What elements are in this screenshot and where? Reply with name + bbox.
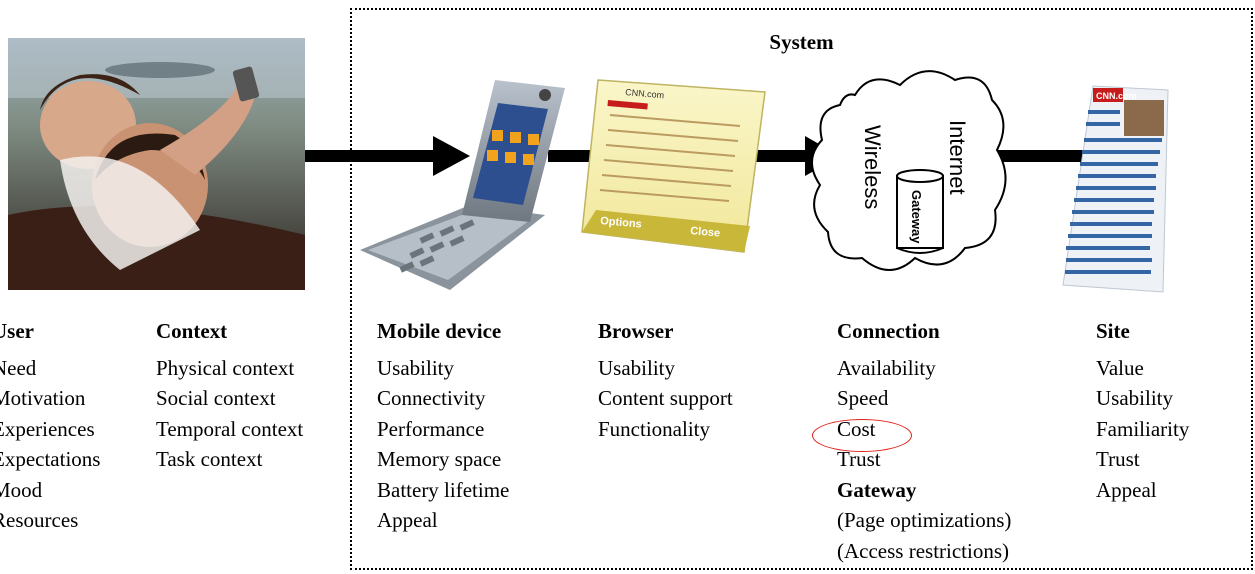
site-item: Usability [1096, 386, 1173, 410]
svg-text:Close: Close [690, 225, 721, 240]
wireless-label: Wireless [860, 125, 885, 209]
mobile-device-item: Performance [377, 416, 485, 441]
user-photo [8, 38, 305, 290]
flow-arrow-1 [305, 136, 470, 176]
mobile-device-item: Memory space [377, 447, 502, 471]
system-title: System [769, 30, 834, 54]
site-item: Appeal [1096, 477, 1157, 502]
internet-label: Internet [945, 120, 970, 195]
mobile-phone-image [360, 80, 565, 290]
pipeline-illustration: Options Close CNN.com Wireless Internet … [8, 38, 1169, 293]
user-column: User Need Motivation Experiences Expecta… [0, 316, 100, 536]
user-item: Experiences [0, 416, 95, 441]
user-item: Resources [0, 508, 79, 532]
svg-text:Options: Options [600, 215, 642, 231]
mobile-device-item: Usability [377, 355, 454, 380]
user-item: Need [0, 355, 37, 380]
connection-item: Availability [837, 355, 936, 380]
svg-text:CNN.com: CNN.com [1096, 91, 1137, 101]
mobile-device-item: Battery lifetime [377, 477, 510, 502]
user-item: Mood [0, 477, 43, 502]
mobile-device-heading: Mobile device [377, 319, 502, 343]
browser-item: Usability [598, 355, 675, 380]
user-item: Motivation [0, 386, 86, 410]
gateway-cylinder: Gateway [896, 169, 944, 254]
site-item: Familiarity [1096, 416, 1190, 441]
site-thumbnail-image: CNN.com [1062, 85, 1169, 293]
context-heading: Context [156, 319, 228, 343]
site-item: Trust [1096, 447, 1140, 471]
mobile-device-column: Mobile device Usability Connectivity Per… [377, 316, 509, 536]
system-boundary [350, 8, 1253, 570]
connection-cloud: Wireless Internet Gateway [811, 70, 1007, 271]
browser-column: Browser Usability Content support Functi… [598, 316, 733, 444]
gateway-item: (Access restrictions) [837, 538, 1010, 563]
browser-item: Content support [598, 386, 733, 410]
site-column: Site Value Usability Familiarity Trust A… [1096, 316, 1189, 505]
context-column: Context Physical context Social context … [156, 316, 303, 475]
browser-screen-image: Options Close CNN.com [581, 79, 766, 253]
browser-item: Functionality [598, 416, 710, 441]
connection-heading: Connection [837, 319, 940, 343]
user-item: Expectations [0, 447, 101, 471]
svg-text:CNN.com: CNN.com [625, 87, 665, 100]
context-item: Social context [156, 386, 276, 410]
user-heading: User [0, 319, 34, 343]
context-item: Temporal context [156, 416, 304, 441]
gateway-heading: Gateway [837, 477, 917, 502]
browser-heading: Browser [598, 319, 674, 343]
mobile-device-item: Connectivity [377, 386, 486, 410]
svg-text:Gateway: Gateway [909, 190, 924, 244]
site-heading: Site [1096, 319, 1130, 343]
mobile-device-item: Appeal [377, 508, 438, 532]
cost-highlight-circle [812, 419, 912, 452]
context-item: Task context [156, 447, 263, 471]
connection-item: Speed [837, 386, 889, 410]
gateway-item: (Page optimizations) [837, 508, 1012, 532]
site-item: Value [1096, 355, 1144, 380]
context-item: Physical context [156, 355, 295, 380]
